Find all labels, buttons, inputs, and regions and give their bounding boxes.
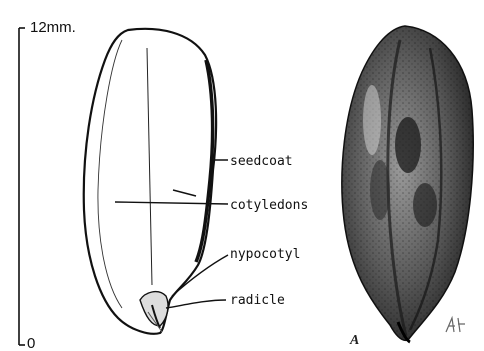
seed-highlight — [363, 85, 381, 155]
seed-depression-1 — [395, 117, 421, 173]
seed-exterior-illustration — [342, 26, 473, 342]
label-seedcoat: seedcoat — [230, 154, 293, 169]
seed-depression-3 — [370, 160, 390, 220]
scale-top-label: 12mm. — [30, 19, 76, 36]
seed-exterior-texture — [342, 26, 473, 340]
seed-section — [84, 29, 216, 334]
seed-depression-2 — [413, 183, 437, 227]
label-cotyledons: cotyledons — [230, 198, 308, 213]
scale-bar: 12mm. 0 — [19, 19, 76, 351]
artist-signature — [446, 318, 465, 332]
label-hypocotyl: nypocotyl — [230, 247, 300, 262]
label-radicle: radicle — [230, 293, 285, 308]
panel-letter: A — [349, 333, 359, 348]
leader-radicle — [166, 300, 226, 308]
scale-bottom-label: 0 — [27, 335, 35, 351]
